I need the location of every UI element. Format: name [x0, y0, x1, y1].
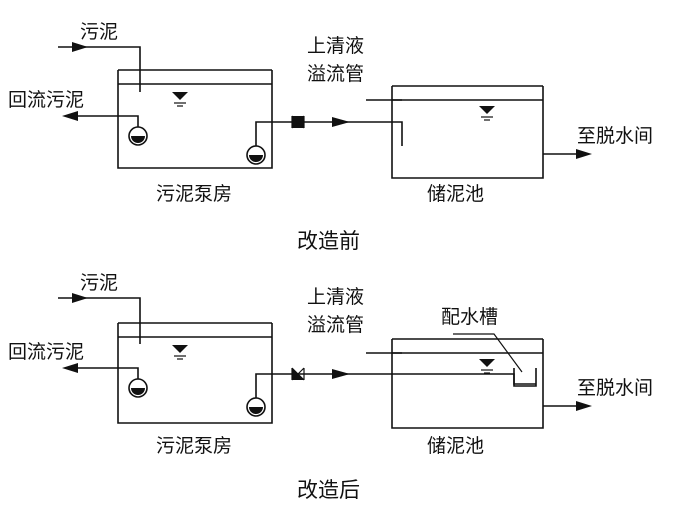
storage-tank-label: 储泥池 [427, 435, 484, 457]
sludge-inlet-line [58, 293, 141, 344]
valve-icon [291, 367, 305, 381]
water-level-icon [479, 106, 495, 121]
sludge-in-label: 污泥 [80, 21, 118, 43]
return-sludge-line [62, 363, 139, 388]
flow-arrow-icon [62, 363, 78, 373]
storage-tank-label: 储泥池 [427, 183, 484, 205]
diagram-before: 污泥 回流污泥 上清液 溢流管 [8, 21, 653, 253]
water-level-icon [172, 92, 188, 107]
pump-house-tank [117, 322, 273, 424]
pump-house-label: 污泥泵房 [156, 183, 232, 205]
flow-arrow-icon [72, 42, 88, 52]
sludge-in-label: 污泥 [80, 272, 118, 294]
return-sludge-label: 回流污泥 [8, 89, 84, 111]
caption-before: 改造前 [297, 229, 360, 253]
flow-arrow-icon [332, 369, 350, 379]
flow-arrow-icon [576, 149, 592, 159]
storage-tank [391, 338, 544, 429]
to-dewatering-line [543, 401, 592, 411]
pump-icon [128, 126, 148, 146]
overflow-label-2: 溢流管 [307, 63, 364, 85]
transfer-line [255, 115, 403, 146]
diagram-after: 污泥 回流污泥 配水槽 上清液 溢 [8, 272, 653, 502]
pump-icon [246, 397, 266, 417]
to-dewatering-label: 至脱水间 [577, 377, 653, 399]
flow-arrow-icon [576, 401, 592, 411]
distribution-trough-label: 配水槽 [441, 306, 498, 328]
valve-icon [291, 115, 305, 129]
water-level-icon [479, 359, 495, 374]
caption-after: 改造后 [297, 478, 360, 502]
to-dewatering-label: 至脱水间 [577, 125, 653, 147]
overflow-label-2: 溢流管 [307, 314, 364, 336]
sludge-inlet-line [58, 42, 141, 92]
overflow-label-1: 上清液 [307, 286, 364, 308]
pump-icon [246, 145, 266, 165]
storage-tank [391, 85, 544, 179]
water-level-icon [172, 345, 188, 360]
return-sludge-line [62, 111, 139, 136]
flow-arrow-icon [62, 111, 78, 121]
pump-house-tank [117, 69, 273, 169]
overflow-label-1: 上清液 [307, 35, 364, 57]
pump-house-label: 污泥泵房 [156, 435, 232, 457]
transfer-line [255, 367, 536, 398]
flow-arrow-icon [72, 293, 88, 303]
pump-icon [128, 378, 148, 398]
return-sludge-label: 回流污泥 [8, 341, 84, 363]
to-dewatering-line [543, 149, 592, 159]
distribution-trough [453, 333, 537, 387]
flow-arrow-icon [332, 117, 350, 127]
